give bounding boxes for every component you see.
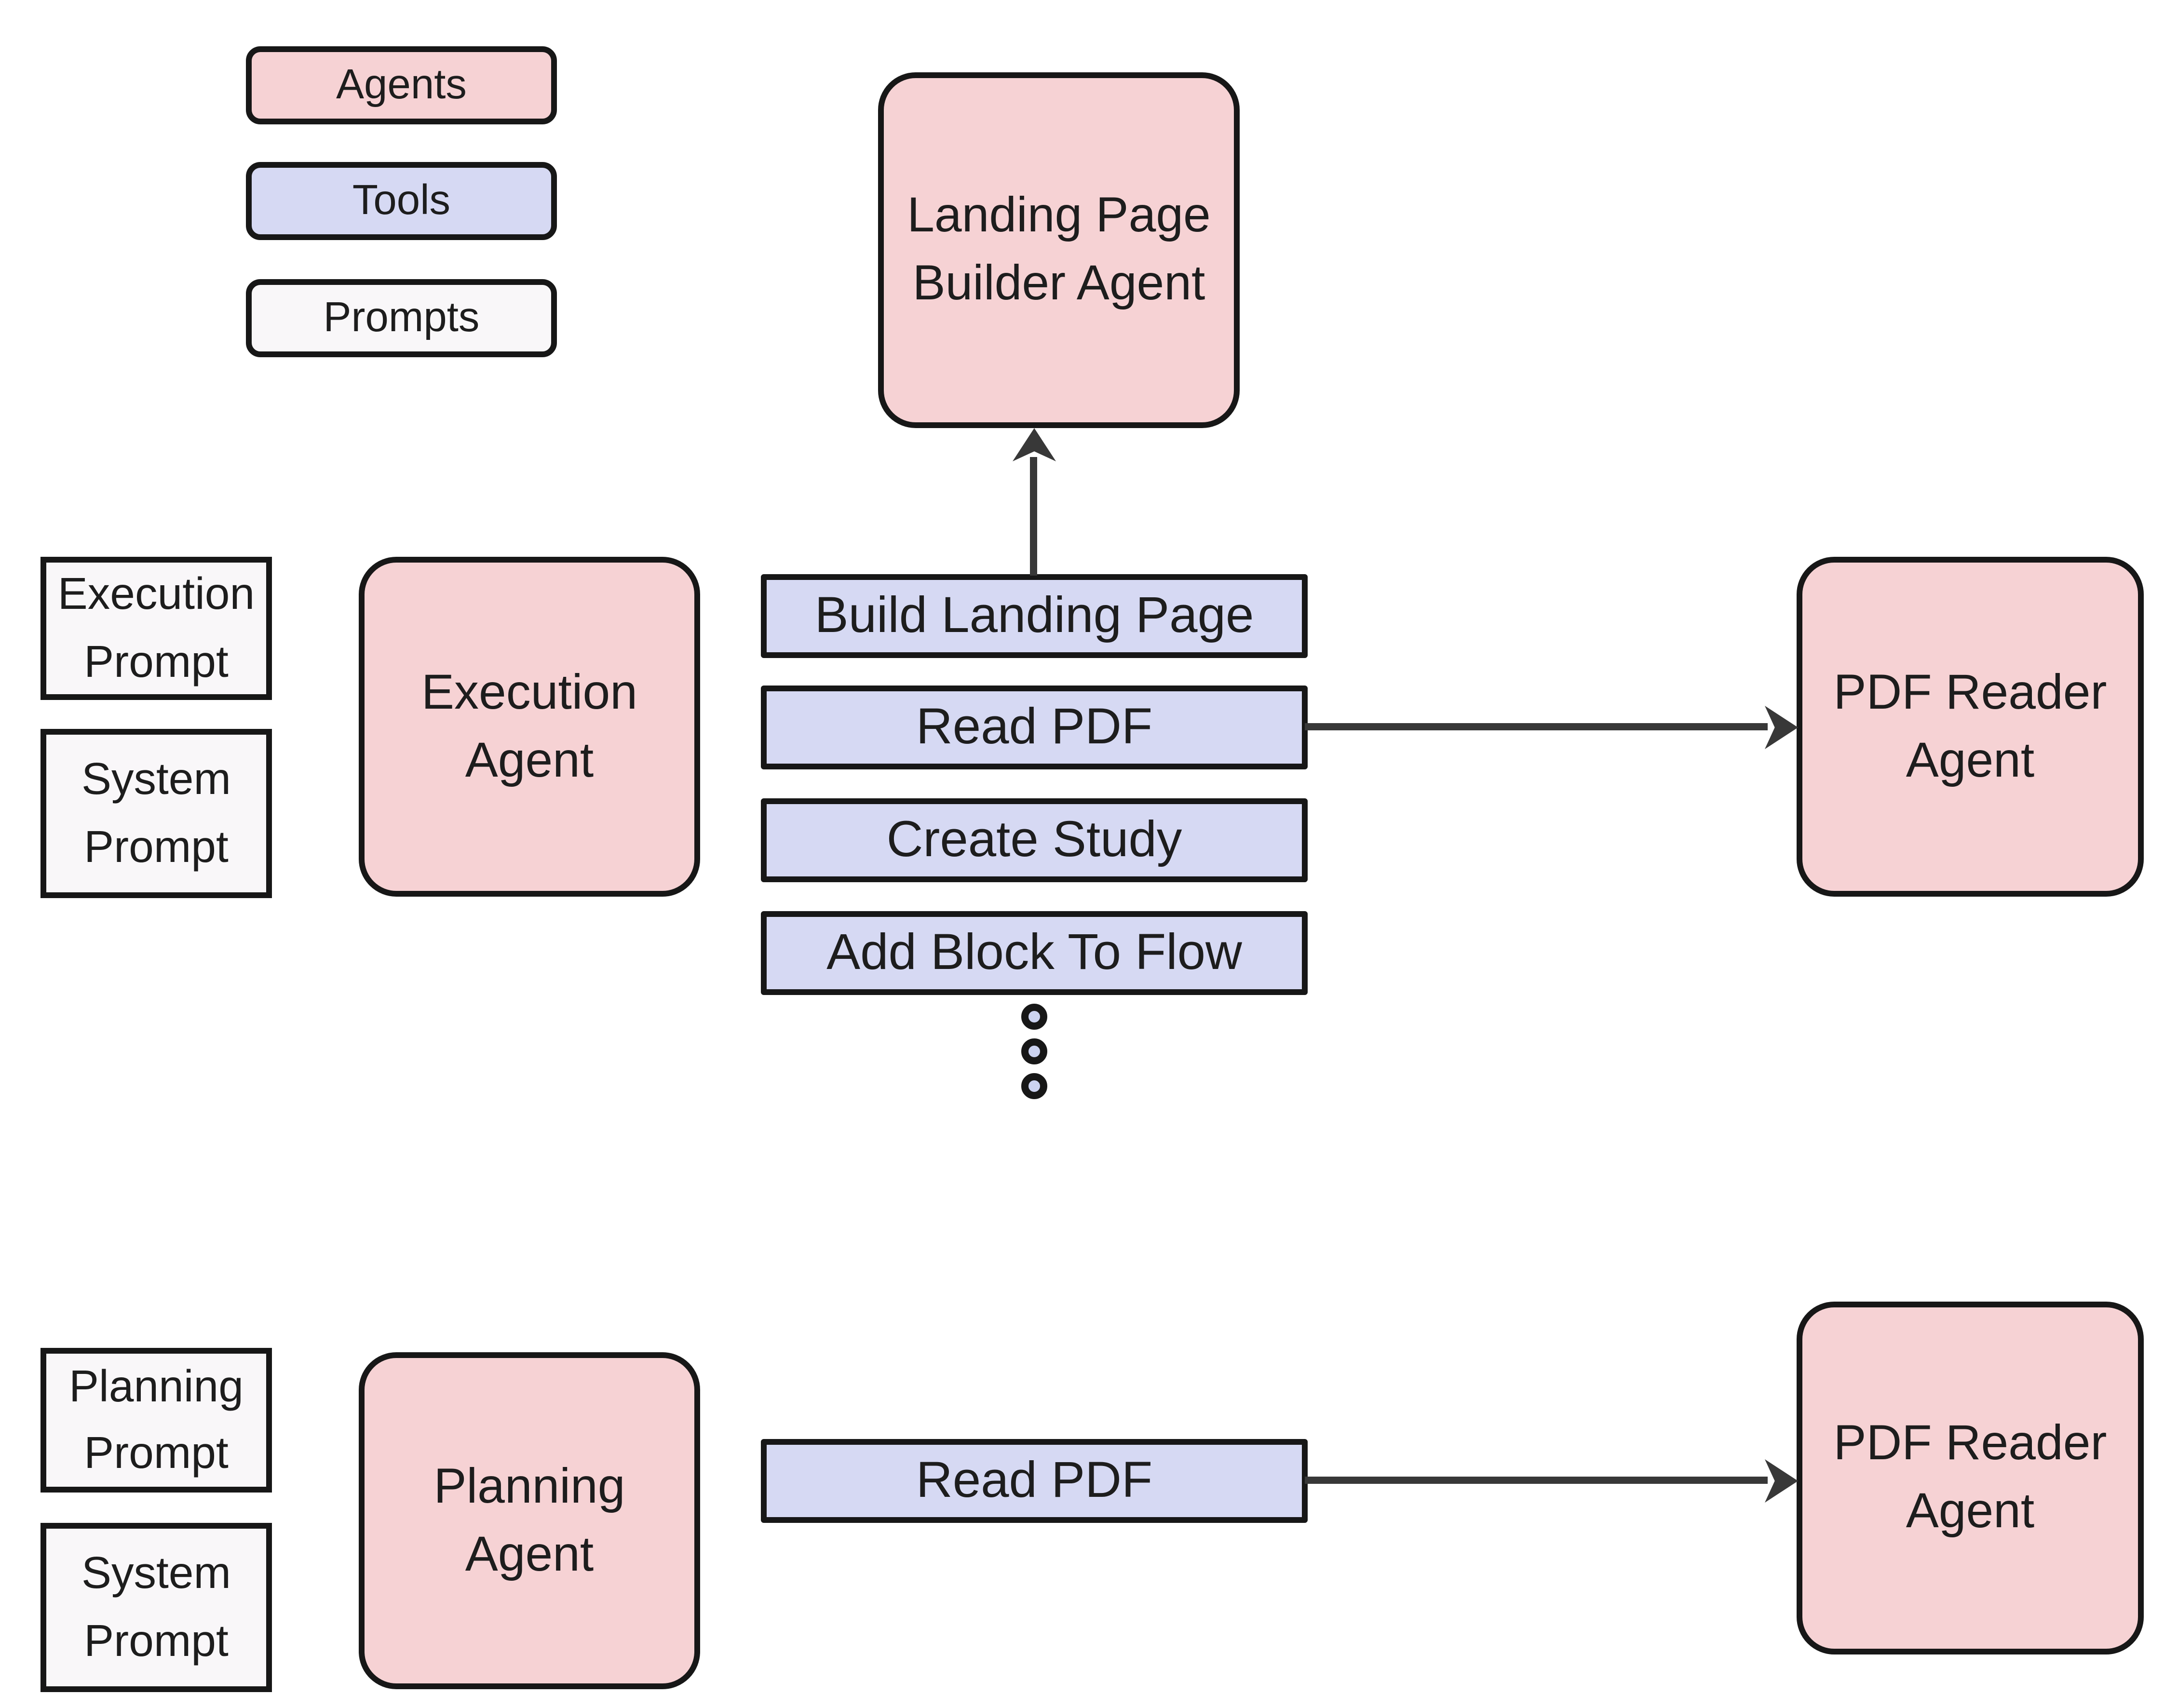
node-planning-system-prompt-label: System Prompt [81, 1547, 231, 1666]
node-pdf-reader-agent-planning-label: PDF Reader Agent [1833, 1416, 2107, 1539]
edge-readpdf-to-pdfreader-planning-line [1305, 1477, 1768, 1484]
node-execution-system-prompt-label: System Prompt [81, 753, 231, 872]
ellipsis-dot [1021, 1004, 1047, 1030]
ellipsis-dots [1021, 1004, 1047, 1099]
tool-read-pdf-planning: Read PDF [761, 1439, 1308, 1523]
tool-create-study: Create Study [761, 798, 1308, 882]
tool-add-block-to-flow: Add Block To Flow [761, 911, 1308, 995]
legend-agents: Agents [246, 46, 557, 124]
node-planning-system-prompt: System Prompt [41, 1523, 272, 1692]
node-execution-system-prompt: System Prompt [41, 729, 272, 898]
node-planning-prompt-label: Planning Prompt [69, 1360, 244, 1479]
node-pdf-reader-agent-planning: PDF Reader Agent [1797, 1302, 2144, 1654]
legend-prompts-label: Prompts [323, 294, 480, 341]
tool-create-study-label: Create Study [886, 811, 1182, 868]
legend-tools: Tools [246, 162, 557, 240]
node-landing-page-builder-agent: Landing Page Builder Agent [878, 72, 1240, 428]
node-landing-page-builder-agent-label: Landing Page Builder Agent [907, 188, 1211, 311]
edge-build-to-landing-arrowhead-icon [1013, 428, 1056, 461]
node-execution-prompt-label: Execution Prompt [57, 568, 255, 686]
edge-build-to-landing-line [1030, 457, 1037, 576]
edge-readpdf-to-pdfreader-execution-arrowhead-icon [1765, 706, 1798, 749]
ellipsis-dot [1021, 1038, 1047, 1064]
edge-readpdf-to-pdfreader-execution-line [1305, 723, 1768, 730]
node-pdf-reader-agent-execution-label: PDF Reader Agent [1833, 664, 2107, 788]
legend-tools-label: Tools [352, 177, 451, 224]
node-execution-agent: Execution Agent [359, 557, 700, 897]
node-execution-agent-label: Execution Agent [421, 664, 637, 788]
ellipsis-dot [1021, 1073, 1047, 1099]
legend-agents-label: Agents [336, 61, 467, 108]
node-execution-prompt: Execution Prompt [41, 557, 272, 700]
edge-readpdf-to-pdfreader-planning-arrowhead-icon [1765, 1459, 1798, 1503]
tool-build-landing-page-label: Build Landing Page [814, 587, 1254, 644]
tool-read-pdf-execution-label: Read PDF [916, 698, 1153, 755]
node-planning-agent-label: Planning Agent [433, 1458, 625, 1582]
legend-prompts: Prompts [246, 279, 557, 357]
node-pdf-reader-agent-execution: PDF Reader Agent [1797, 557, 2144, 897]
node-planning-agent: Planning Agent [359, 1352, 700, 1689]
tool-build-landing-page: Build Landing Page [761, 574, 1308, 658]
tool-read-pdf-execution: Read PDF [761, 686, 1308, 769]
tool-add-block-to-flow-label: Add Block To Flow [826, 924, 1242, 981]
node-planning-prompt: Planning Prompt [41, 1348, 272, 1493]
tool-read-pdf-planning-label: Read PDF [916, 1452, 1153, 1508]
